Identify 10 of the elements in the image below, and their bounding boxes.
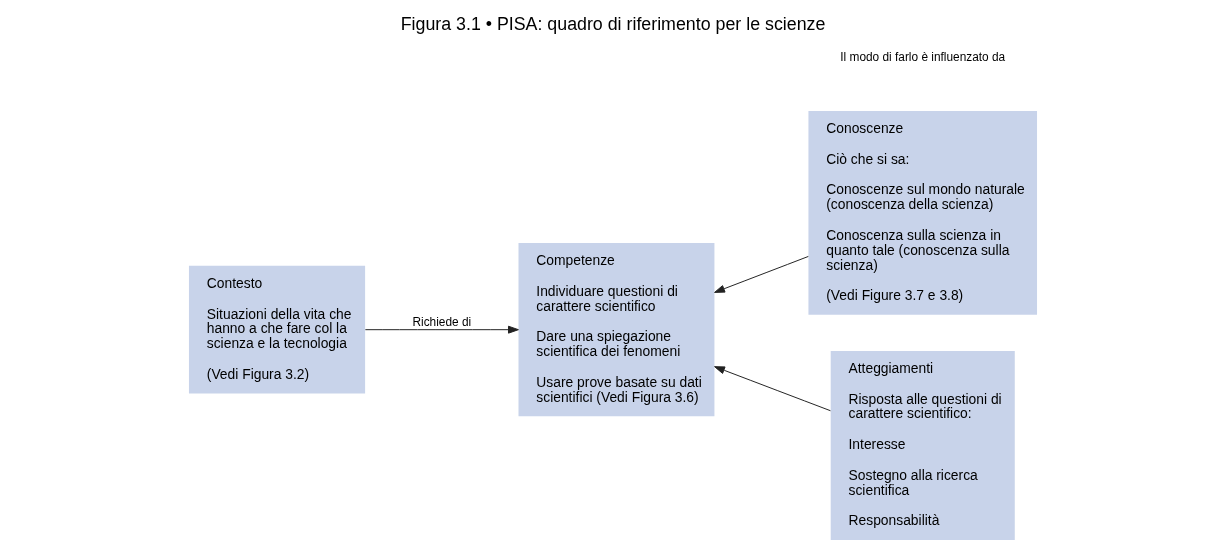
arrow — [714, 255, 809, 293]
node-box: Contesto Situazioni della vita che hanno a che fare col la scienza e la tecnologia (Vedi Figura 3.2) — [188, 265, 366, 394]
edge-label: Richiede di — [412, 315, 472, 330]
node-box: Atteggiamenti Risposta alle questioni di carattere scientifico: Interesse Sostegno alla ricerca scientifica Responsabilità — [830, 350, 1015, 540]
node-box: Conoscenze Ciò che si sa: Conoscenze sul mondo naturale (conoscenza della scienza) Conoscenza sulla scienza in quanto tale (conoscenza sulla scienza) (Vedi Figure 3.7 e 3.8) — [808, 111, 1038, 315]
arrow — [364, 325, 519, 334]
node-box: Competenze Individuare questioni di carattere scientifico Dare una spiegazione scientifica dei fenomeni Usare prove basate su dati scientifici (Vedi Figura 3.6) — [518, 243, 715, 417]
diagram-title: Figura 3.1 • PISA: quadro di riferimento per le scienze — [400, 14, 826, 35]
label: Il modo di farlo è influenzato da — [840, 49, 1006, 64]
arrow — [714, 366, 831, 412]
